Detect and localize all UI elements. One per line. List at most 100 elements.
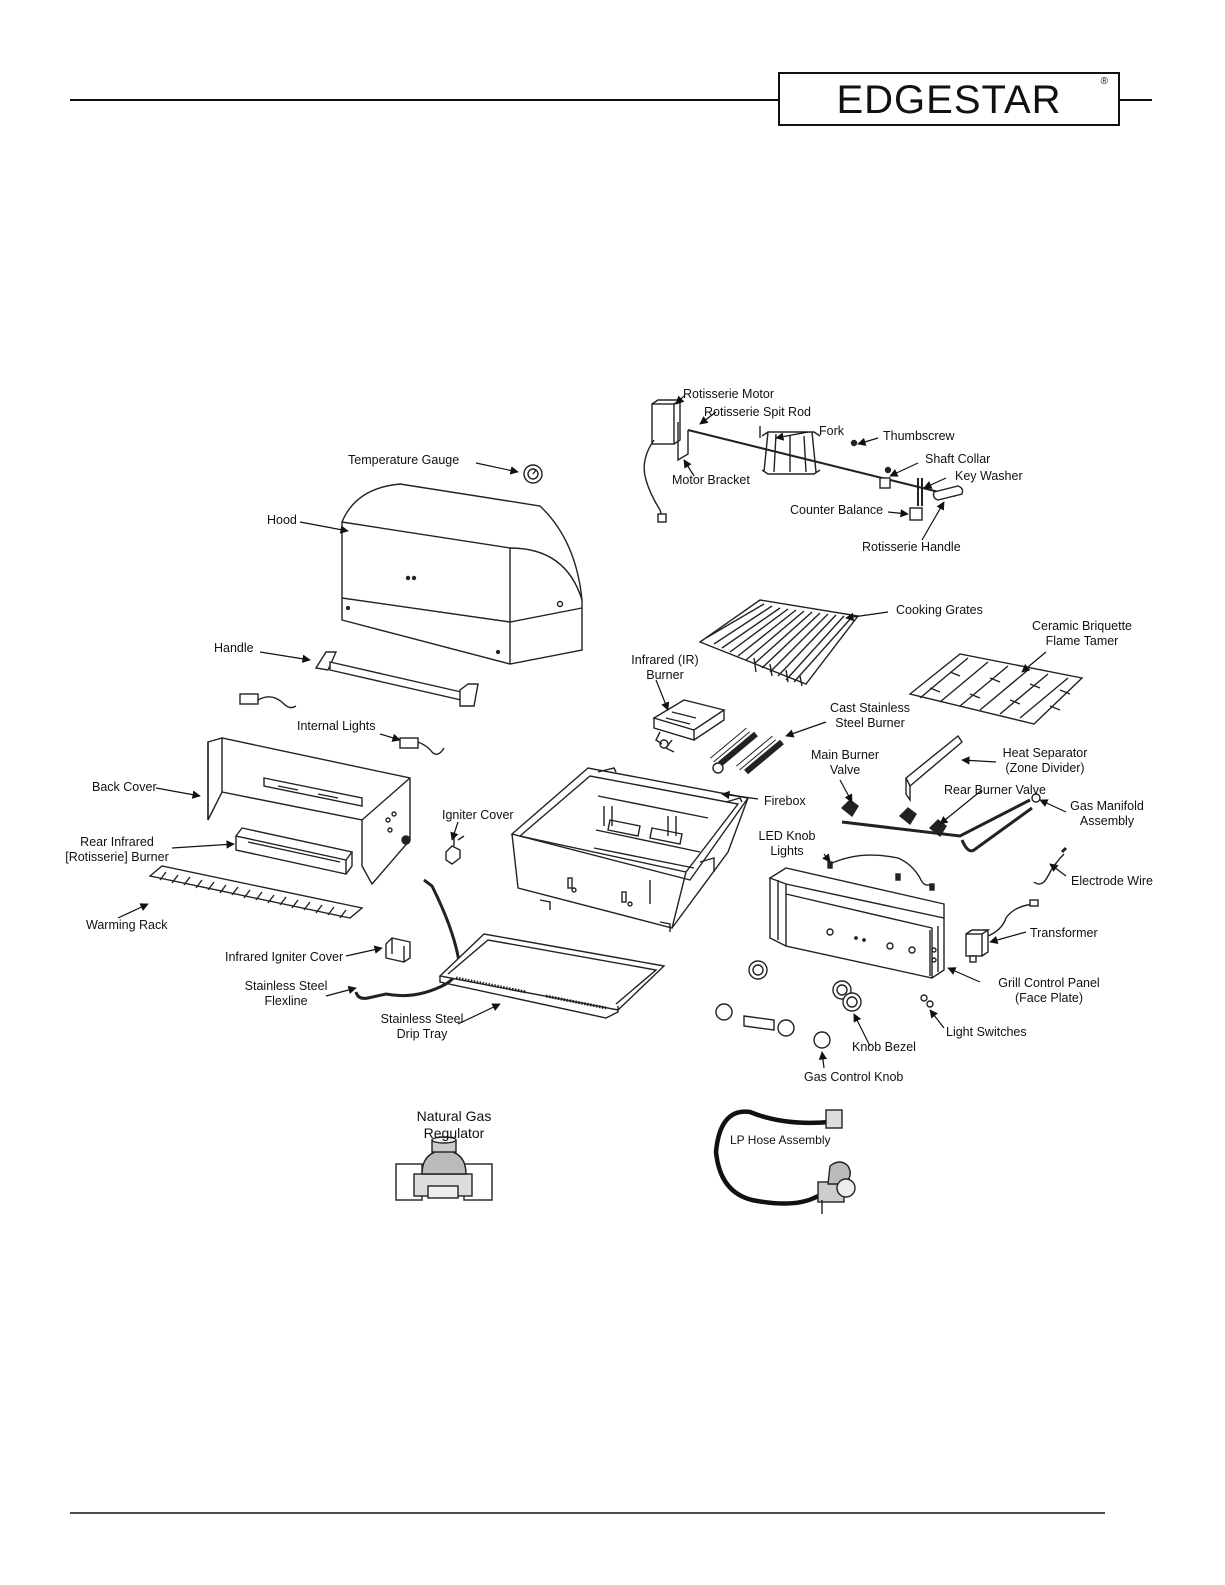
rotisserie-motor-drawing: [651, 403, 675, 445]
label-heat-separator-line2: (Zone Divider): [1005, 761, 1085, 775]
label-drip-tray-line2: Drip Tray: [396, 1027, 448, 1041]
warming-rack-drawing: [148, 865, 364, 919]
label-ceramic-briquette: Ceramic Briquette Flame Tamer: [1012, 619, 1152, 649]
gas-manifold-drawing: [840, 793, 1041, 853]
label-control-panel-line1: Grill Control Panel: [998, 976, 1100, 990]
led-lights-drawing: [827, 846, 1068, 891]
brand-logo: EDGESTAR ®: [778, 72, 1120, 126]
label-control-panel: Grill Control Panel (Face Plate): [984, 976, 1114, 1006]
hood-drawing: [341, 483, 583, 665]
cast-burner-drawing: [710, 727, 784, 775]
knobs-drawing: [715, 960, 934, 1049]
label-rear-infrared-line1: Rear Infrared: [80, 835, 154, 849]
infrared-burner-drawing: [652, 699, 726, 753]
heat-separator-drawing: [905, 734, 963, 803]
label-knob-bezel: Knob Bezel: [852, 1040, 916, 1054]
label-rear-burner-valve: Rear Burner Valve: [944, 783, 1046, 797]
label-led-knob-lights-line1: LED Knob: [758, 829, 816, 843]
firebox-drawing: [510, 767, 750, 932]
label-transformer: Transformer: [1030, 926, 1098, 940]
label-rotisserie-motor: Rotisserie Motor: [683, 387, 774, 401]
key-washer-drawing: [917, 478, 923, 506]
label-rotisserie-spit-rod: Rotisserie Spit Rod: [704, 405, 811, 419]
label-drip-tray-line1: Stainless Steel: [380, 1012, 464, 1026]
label-flexline-line2: Flexline: [264, 994, 308, 1008]
label-drip-tray: Stainless Steel Drip Tray: [372, 1012, 472, 1042]
ir-igniter-cover-drawing: [385, 937, 411, 963]
registered-mark: ®: [1100, 76, 1108, 87]
label-cooking-grates: Cooking Grates: [896, 603, 983, 617]
motor-bracket-drawing: [677, 422, 689, 462]
label-gas-manifold-line2: Assembly: [1079, 814, 1135, 828]
control-panel-drawing: [768, 867, 945, 979]
fork-drawing: [761, 431, 821, 475]
label-ceramic-briquette-line2: Flame Tamer: [1045, 634, 1119, 648]
label-thumbscrew: Thumbscrew: [883, 429, 955, 443]
brand-logo-text: EDGESTAR: [836, 78, 1062, 122]
handle-drawing: [314, 651, 479, 707]
label-natural-gas-regulator-line2: Regulator: [423, 1125, 485, 1141]
header-rule-left: [70, 99, 778, 101]
label-control-panel-line2: (Face Plate): [1014, 991, 1084, 1005]
label-cast-burner: Cast Stainless Steel Burner: [820, 701, 920, 731]
label-infrared-burner: Infrared (IR) Burner: [620, 653, 710, 683]
label-temperature-gauge: Temperature Gauge: [348, 453, 460, 467]
lp-hose-drawing: [713, 1109, 856, 1214]
label-gas-control-knob: Gas Control Knob: [804, 1070, 904, 1084]
label-gas-manifold-line1: Gas Manifold: [1070, 799, 1144, 813]
label-lp-hose-assembly: LP Hose Assembly: [730, 1133, 831, 1147]
label-flexline-line1: Stainless Steel: [244, 979, 328, 993]
label-led-knob-lights: LED Knob Lights: [752, 829, 822, 859]
label-internal-lights: Internal Lights: [297, 719, 376, 733]
label-hood: Hood: [267, 513, 297, 527]
label-led-knob-lights-line2: Lights: [770, 844, 804, 858]
electrode-wire-drawing: [1033, 853, 1065, 885]
label-ir-igniter-cover: Infrared Igniter Cover: [225, 950, 344, 964]
rotisserie-kit: [643, 399, 964, 523]
igniter-cover-drawing: [445, 835, 465, 865]
label-motor-bracket: Motor Bracket: [672, 473, 750, 487]
label-heat-separator: Heat Separator (Zone Divider): [990, 746, 1100, 776]
counter-balance-drawing: [909, 507, 923, 521]
shaft-collar-drawing: [879, 477, 891, 489]
label-natural-gas-regulator: Natural Gas Regulator: [404, 1108, 504, 1142]
rotisserie-handle-drawing: [932, 485, 964, 501]
internal-lights-drawing: [239, 693, 445, 755]
rear-ir-burner-drawing: [234, 827, 354, 875]
label-key-washer: Key Washer: [955, 469, 1023, 483]
flame-tamer-drawing: [908, 653, 1084, 725]
label-main-burner-valve-line2: Valve: [829, 763, 861, 777]
label-counter-balance: Counter Balance: [790, 503, 884, 517]
label-shaft-collar: Shaft Collar: [925, 452, 991, 466]
temperature-gauge-drawing: [523, 464, 543, 484]
label-ceramic-briquette-line1: Ceramic Briquette: [1031, 619, 1133, 633]
label-igniter-cover: Igniter Cover: [442, 808, 514, 822]
label-rear-infrared-line2: [Rotisserie] Burner: [65, 850, 169, 864]
label-firebox: Firebox: [764, 794, 806, 808]
label-handle: Handle: [214, 641, 254, 655]
label-heat-separator-line1: Heat Separator: [1002, 746, 1088, 760]
label-warming-rack: Warming Rack: [86, 918, 168, 932]
spit-rod-drawing: [687, 429, 956, 497]
label-rear-infrared: Rear Infrared [Rotisserie] Burner: [52, 835, 182, 865]
header-rule-right: [1120, 99, 1152, 101]
flexline-drawing: [354, 878, 461, 1000]
label-main-burner-valve-line1: Main Burner: [810, 748, 880, 762]
label-rotisserie-handle: Rotisserie Handle: [862, 540, 961, 554]
cooking-grates-drawing: [698, 599, 860, 687]
label-main-burner-valve: Main Burner Valve: [800, 748, 890, 778]
label-gas-manifold: Gas Manifold Assembly: [1062, 799, 1152, 829]
label-natural-gas-regulator-line1: Natural Gas: [416, 1108, 492, 1124]
label-infrared-burner-line1: Infrared (IR): [631, 653, 699, 667]
label-back-cover: Back Cover: [92, 780, 157, 794]
motor-cord-drawing: [643, 439, 663, 517]
natural-gas-regulator-drawing: [395, 1136, 493, 1201]
drip-tray-drawing: [438, 933, 666, 1019]
label-cast-burner-line1: Cast Stainless: [830, 701, 910, 715]
leader-arrows: [117, 395, 1067, 1069]
label-light-switches: Light Switches: [946, 1025, 1027, 1039]
transformer-drawing: [965, 899, 1039, 963]
label-cast-burner-line2: Steel Burner: [835, 716, 905, 730]
label-electrode-wire: Electrode Wire: [1071, 874, 1153, 888]
